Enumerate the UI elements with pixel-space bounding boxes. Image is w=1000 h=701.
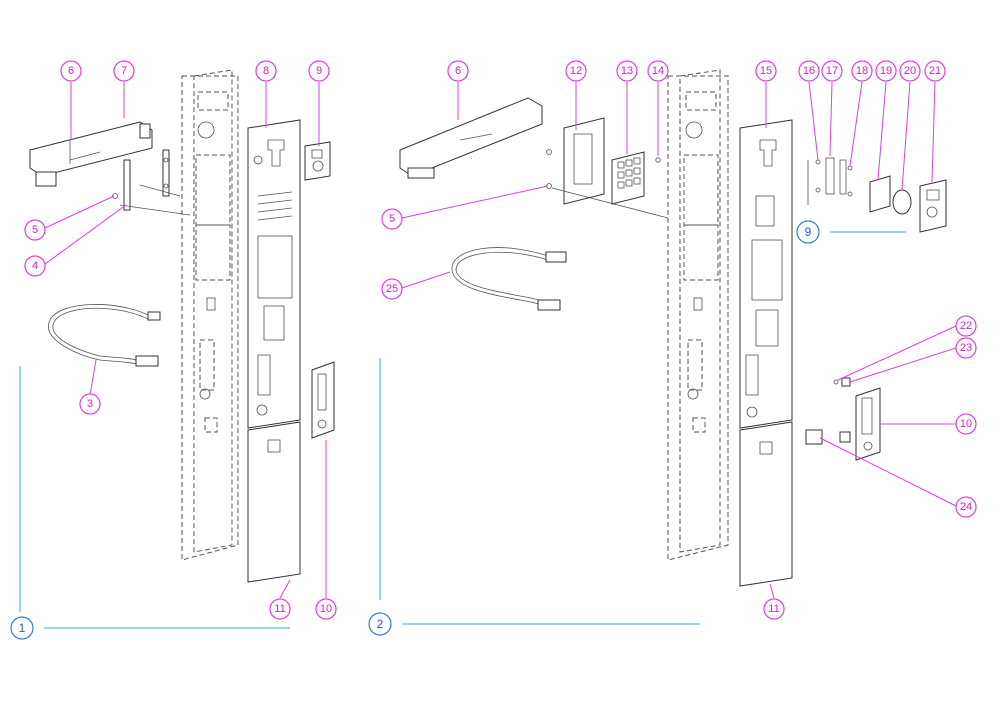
handle-part-10-a — [311, 361, 335, 439]
callout-10-a: 10 — [315, 598, 337, 620]
svg-text:1: 1 — [19, 621, 26, 635]
svg-text:18: 18 — [856, 65, 868, 77]
callout-5-b: 5 — [381, 208, 403, 230]
front-panel-part-15 — [739, 119, 793, 429]
lower-panel-part-11 — [247, 421, 301, 583]
plate-part-7 — [139, 149, 181, 197]
cable-part-3 — [48, 304, 161, 367]
svg-text:12: 12 — [570, 65, 582, 77]
callout-6-a: 6 — [60, 60, 82, 82]
svg-text:4: 4 — [32, 260, 38, 272]
svg-text:6: 6 — [68, 65, 74, 77]
bracket-part-6-a — [29, 121, 153, 187]
svg-text:19: 19 — [880, 65, 892, 77]
svg-text:16: 16 — [803, 65, 815, 77]
svg-text:25: 25 — [386, 283, 398, 295]
cable-part-25 — [451, 247, 567, 311]
callout-15: 15 — [755, 60, 777, 82]
callout-12: 12 — [565, 60, 587, 82]
detail-10 — [805, 377, 881, 461]
module-part-9 — [304, 141, 331, 181]
callout-3: 3 — [79, 393, 101, 415]
assembly-2 — [399, 69, 793, 587]
callout-4: 4 — [24, 255, 46, 277]
callout-11-b: 11 — [763, 598, 785, 620]
frame-column-1 — [181, 69, 239, 561]
callout-22: 22 — [955, 315, 977, 337]
callout-24: 24 — [955, 496, 977, 518]
svg-text:7: 7 — [121, 65, 127, 77]
svg-text:20: 20 — [904, 65, 916, 77]
frame-column-2 — [667, 69, 729, 561]
view-label-1: 1 — [10, 616, 34, 640]
svg-text:9: 9 — [805, 225, 812, 239]
callout-11-a: 11 — [269, 598, 291, 620]
svg-text:11: 11 — [274, 603, 285, 615]
keypad-part-13 — [611, 151, 661, 205]
callout-7: 7 — [113, 60, 135, 82]
callout-19: 19 — [875, 60, 897, 82]
callout-10-b: 10 — [955, 413, 977, 435]
svg-text:9: 9 — [316, 65, 322, 77]
svg-text:5: 5 — [32, 224, 38, 236]
callout-16: 16 — [798, 60, 820, 82]
svg-text:15: 15 — [760, 65, 772, 77]
view-label-2: 2 — [368, 612, 392, 636]
svg-text:14: 14 — [652, 65, 664, 77]
callout-25: 25 — [381, 278, 403, 300]
plate-part-4 — [112, 159, 191, 216]
callout-9-a: 9 — [308, 60, 330, 82]
svg-text:11: 11 — [768, 603, 779, 615]
view-label-9: 9 — [796, 220, 820, 244]
front-panel-part-8 — [247, 119, 301, 429]
svg-text:21: 21 — [929, 65, 941, 77]
svg-text:5: 5 — [389, 213, 395, 225]
svg-text:10: 10 — [960, 418, 972, 430]
lower-panel-part-11-b — [739, 421, 793, 587]
svg-text:17: 17 — [826, 65, 838, 77]
bracket-part-12 — [546, 117, 669, 219]
callout-20: 20 — [899, 60, 921, 82]
callout-21: 21 — [924, 60, 946, 82]
callout-13: 13 — [616, 60, 638, 82]
svg-text:6: 6 — [455, 65, 461, 77]
callout-14: 14 — [647, 60, 669, 82]
callout-17: 17 — [821, 60, 843, 82]
bracket-part-6-b — [399, 97, 543, 179]
svg-text:22: 22 — [960, 320, 972, 332]
svg-text:3: 3 — [87, 398, 93, 410]
svg-text:2: 2 — [377, 617, 384, 631]
svg-text:23: 23 — [960, 342, 972, 354]
callout-8: 8 — [255, 60, 277, 82]
leader-lines — [44, 81, 957, 599]
callout-18: 18 — [851, 60, 873, 82]
callout-5-a: 5 — [24, 219, 46, 241]
detail-9 — [807, 157, 947, 233]
callout-23: 23 — [955, 337, 977, 359]
callout-6-b: 6 — [447, 60, 469, 82]
svg-text:8: 8 — [263, 65, 269, 77]
view-lines — [19, 231, 906, 629]
svg-text:24: 24 — [960, 501, 972, 513]
svg-text:10: 10 — [320, 603, 332, 615]
assembly-1 — [29, 69, 335, 583]
svg-text:13: 13 — [621, 65, 633, 77]
